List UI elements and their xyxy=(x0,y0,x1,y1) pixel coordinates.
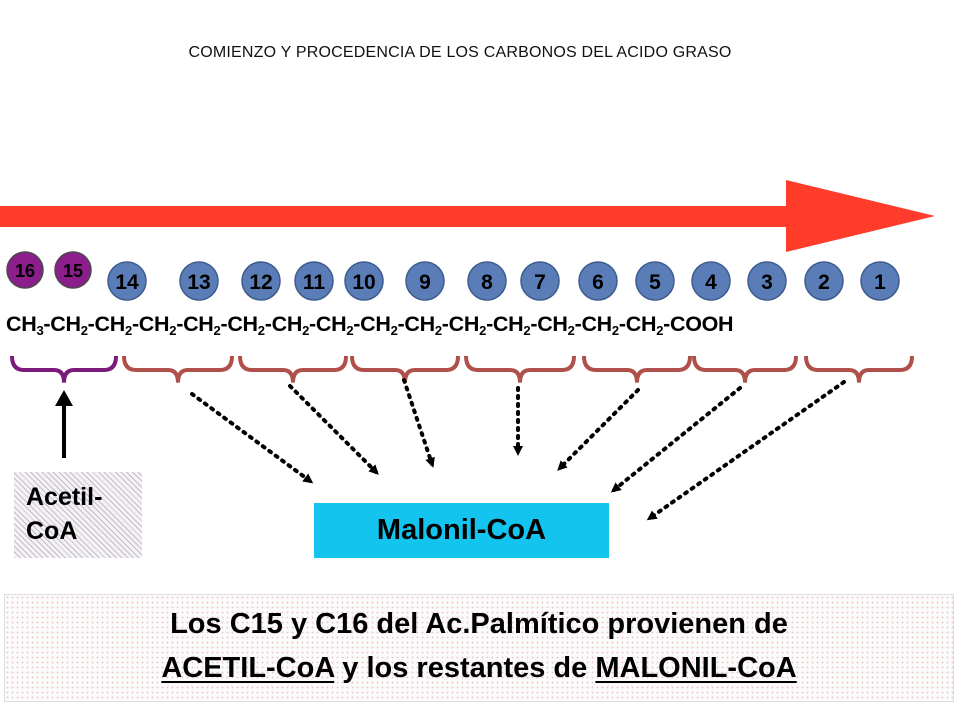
note-middle: y los restantes de xyxy=(334,652,596,684)
malonil-coa-box: Malonil-CoA xyxy=(314,503,609,558)
carbon-circle-15: 15 xyxy=(54,251,92,289)
acetil-coa-box: Acetil- CoA xyxy=(14,472,142,558)
acetil-up-arrow xyxy=(55,390,73,458)
carbon-circle-4: 4 xyxy=(691,261,731,301)
chain-ch2-group: -CH2 xyxy=(353,312,398,338)
carbon-circle-2: 2 xyxy=(804,261,844,301)
chain-cooh: -COOH xyxy=(663,312,734,336)
chain-ch2-group: -CH2 xyxy=(441,312,487,338)
direction-arrow xyxy=(0,180,935,252)
chain-ch2-group: -CH2 xyxy=(530,312,575,338)
carbon-circle-11: 11 xyxy=(294,261,334,301)
carbon-circle-1: 1 xyxy=(860,261,900,301)
svg-text:6: 6 xyxy=(592,271,604,294)
svg-text:15: 15 xyxy=(63,261,83,281)
carbon-circle-8: 8 xyxy=(467,261,507,301)
svg-text:13: 13 xyxy=(187,271,210,294)
chain-ch2-group: -CH2 xyxy=(309,312,354,338)
carbon-circle-9: 9 xyxy=(405,261,445,301)
chain-ch2-group: -CH2 xyxy=(87,312,133,338)
svg-text:14: 14 xyxy=(115,271,139,294)
acetil-coa-line2: CoA xyxy=(26,517,78,545)
svg-text:4: 4 xyxy=(705,271,717,294)
braces xyxy=(10,355,914,383)
acetil-coa-line1: Acetil- xyxy=(26,483,103,511)
chain-ch2-group: -CH2 xyxy=(176,312,221,338)
malonil-brace-7 xyxy=(804,355,914,383)
chain-ch2-group: -CH2 xyxy=(574,312,620,338)
chain-ch2-group: -CH2 xyxy=(131,312,177,338)
diagram-title: COMIENZO Y PROCEDENCIA DE LOS CARBONOS D… xyxy=(188,44,732,61)
carbon-circle-16: 16 xyxy=(6,251,44,289)
malonil-brace-1 xyxy=(122,355,234,383)
svg-text:11: 11 xyxy=(303,271,326,294)
carbon-circle-14: 14 xyxy=(107,261,147,301)
chain-ch2-group: -CH2 xyxy=(264,312,310,338)
acetil-brace xyxy=(10,355,118,383)
svg-text:7: 7 xyxy=(534,271,546,294)
carbon-circle-5: 5 xyxy=(635,261,675,301)
note-malonil-underlined: MALONIL-CoA xyxy=(595,652,797,684)
dotted-arrow-3 xyxy=(402,378,435,468)
malonil-brace-5 xyxy=(582,355,692,383)
chain-ch3: CH3 xyxy=(6,312,44,338)
carbon-circle-3: 3 xyxy=(747,261,787,301)
conclusion-note: Los C15 y C16 del Ac.Palmítico provienen… xyxy=(4,594,954,702)
carbon-circle-7: 7 xyxy=(520,261,560,301)
dotted-arrow-7 xyxy=(646,380,846,521)
dotted-arrow-5 xyxy=(557,388,640,471)
svg-text:2: 2 xyxy=(818,271,830,294)
carbon-circle-10: 10 xyxy=(344,261,384,301)
dotted-arrows xyxy=(190,378,846,521)
svg-text:16: 16 xyxy=(15,261,35,281)
note-acetil-underlined: ACETIL-CoA xyxy=(161,652,335,684)
acetil-number-circles: 16 15 xyxy=(6,251,92,289)
svg-text:8: 8 xyxy=(481,271,493,294)
svg-text:3: 3 xyxy=(761,271,773,294)
svg-text:5: 5 xyxy=(649,271,661,294)
svg-text:10: 10 xyxy=(352,271,375,294)
carbon-circle-12: 12 xyxy=(241,261,281,301)
note-line2: ACETIL-CoA y los restantes de MALONIL-Co… xyxy=(5,646,953,690)
dotted-arrow-1 xyxy=(190,392,314,484)
malonil-brace-6 xyxy=(692,355,798,383)
malonil-coa-label: Malonil-CoA xyxy=(376,514,547,546)
chain-ch2-group: -CH2 xyxy=(220,312,265,338)
svg-text:9: 9 xyxy=(419,271,431,294)
carbon-circle-6: 6 xyxy=(578,261,618,301)
dotted-arrow-2 xyxy=(288,384,379,475)
malonil-brace-4 xyxy=(464,355,576,383)
chain-ch2-group: -CH2 xyxy=(397,312,443,338)
chain-ch2-group: -CH2 xyxy=(486,312,531,338)
chain-ch2-group: -CH2 xyxy=(618,312,664,338)
chain-ch2-group: -CH2 xyxy=(43,312,88,338)
svg-text:1: 1 xyxy=(874,271,886,294)
svg-text:12: 12 xyxy=(249,271,272,294)
malonil-number-circles: 14 13 12 11 10 9 8 7 6 5 4 3 2 1 xyxy=(107,261,900,301)
carbon-circle-13: 13 xyxy=(179,261,219,301)
malonil-brace-2 xyxy=(238,355,348,383)
fatty-acid-chain: CH3-CH2-CH2-CH2-CH2-CH2-CH2-CH2-CH2-CH2-… xyxy=(6,312,960,338)
dotted-arrow-6 xyxy=(610,386,742,493)
chain-ch2-groups: -CH2-CH2-CH2-CH2-CH2-CH2-CH2-CH2-CH2-CH2… xyxy=(43,312,664,338)
note-line1: Los C15 y C16 del Ac.Palmítico provienen… xyxy=(170,608,788,640)
